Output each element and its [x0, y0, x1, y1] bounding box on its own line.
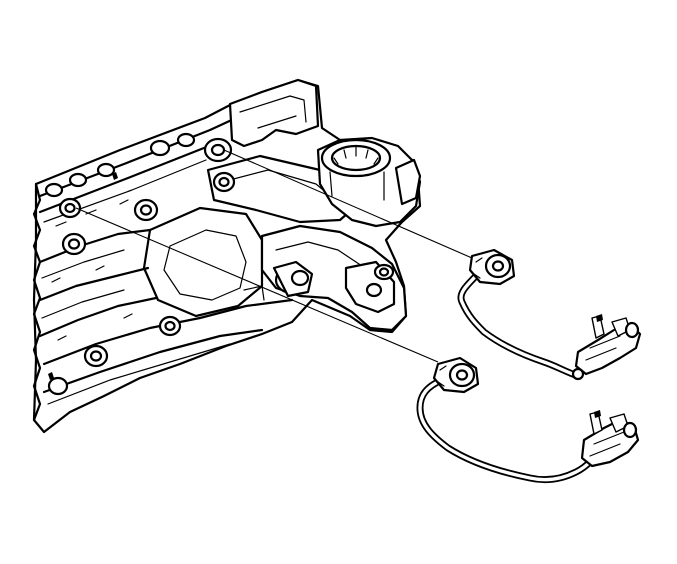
oil-filter-adapter: [316, 136, 422, 228]
knock-sensor-upper: [457, 248, 582, 380]
connector-lower: [580, 410, 640, 468]
front-housing: [243, 224, 408, 332]
knock-sensor-lower: [416, 356, 600, 484]
leader-lower: [75, 207, 439, 363]
leader-upper: [223, 149, 473, 259]
leader-lines: [75, 149, 473, 363]
connector-upper: [571, 314, 642, 381]
